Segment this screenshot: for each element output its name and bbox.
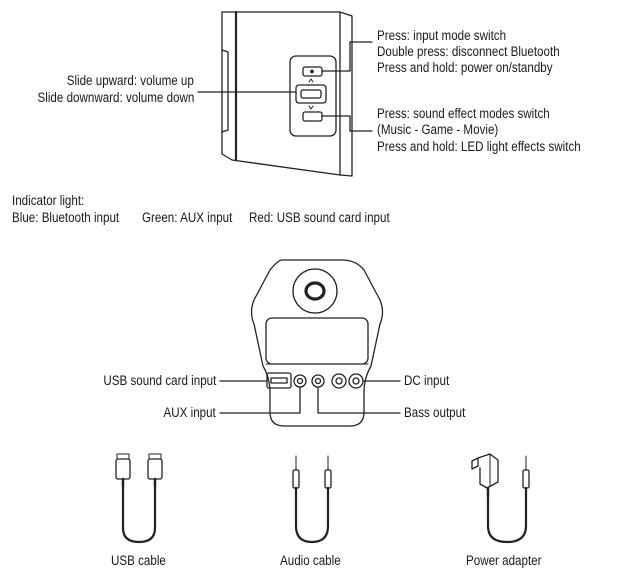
control-panel	[289, 55, 337, 137]
speaker-port	[304, 281, 326, 301]
indicator-blue: Blue: Bluetooth input	[12, 210, 120, 225]
aux-input-label: AUX input	[163, 405, 216, 420]
effect-press-label: Press: sound effect modes switch	[377, 106, 550, 121]
volume-slider	[295, 84, 327, 104]
effect-modes-label: (Music - Game - Movie)	[377, 122, 499, 137]
mode-hold-label: Press and hold: power on/standby	[377, 60, 553, 75]
mode-press-label: Press: input mode switch	[377, 28, 507, 43]
speaker-back-view	[219, 259, 401, 427]
audio-cable-drawing	[292, 455, 332, 544]
usb-cable-drawing	[115, 453, 163, 544]
volume-up-label: Slide upward: volume up	[66, 73, 194, 88]
indicator-green: Green: AUX input	[142, 210, 233, 225]
dc-port	[348, 373, 364, 389]
usb-cable-label: USB cable	[111, 553, 166, 568]
audio-cable-label: Audio cable	[280, 553, 341, 568]
aux-port	[293, 374, 307, 388]
bass-output-label: Bass output	[404, 405, 466, 420]
power-adapter-label: Power adapter	[466, 553, 542, 568]
mode-double-press-label: Double press: disconnect Bluetooth	[377, 44, 560, 59]
usb-input-label: USB sound card input	[103, 373, 216, 388]
dc-port-outer	[331, 373, 347, 389]
volume-down-label: Slide downward: volume down	[37, 90, 194, 105]
bass-port	[311, 374, 325, 388]
indicator-red: Red: USB sound card input	[249, 210, 390, 225]
indicator-title: Indicator light:	[12, 193, 85, 208]
effect-button	[302, 111, 323, 122]
power-adapter-drawing	[471, 453, 530, 544]
dc-input-label: DC input	[404, 373, 450, 388]
speaker-side-view	[197, 10, 373, 177]
effect-hold-label: Press and hold: LED light effects switch	[377, 139, 581, 154]
